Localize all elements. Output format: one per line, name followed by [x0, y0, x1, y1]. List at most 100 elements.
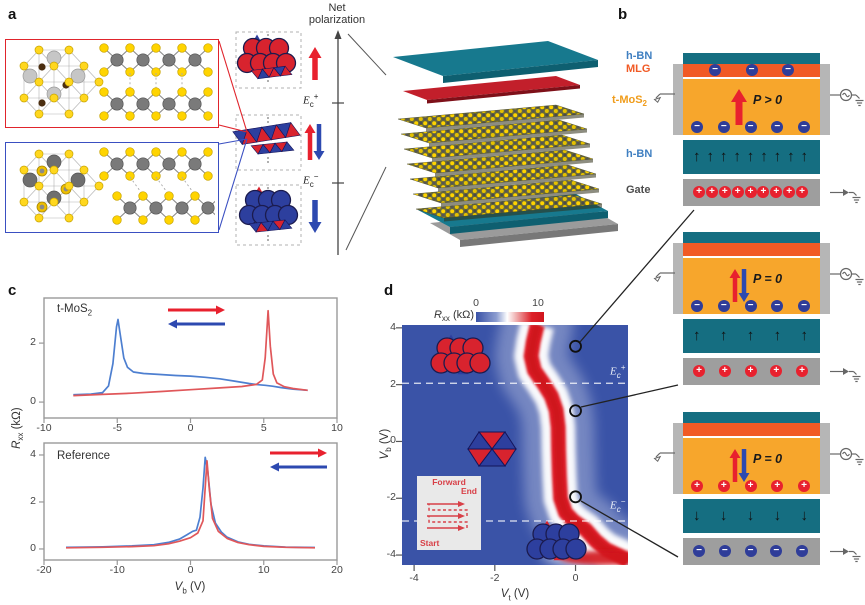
field-arrow: ↓ [800, 507, 809, 524]
tick-label: 4 [390, 320, 396, 333]
hbn-top-label: h-BN [626, 50, 653, 62]
charge-plus: + [744, 365, 757, 377]
tick-label: -5 [112, 422, 122, 434]
stacking-icon-red [430, 334, 491, 375]
charge-plus: + [744, 186, 757, 198]
field-arrow: ↑ [746, 148, 755, 165]
ec-plus-label: Ec+ [303, 92, 319, 109]
contact-electrode [820, 423, 830, 494]
tick-label: 10 [257, 564, 270, 576]
tick-label: 2 [30, 336, 36, 349]
charge-minus: − [782, 64, 794, 76]
tmos-layer: P = 0 −−−−− [683, 258, 820, 314]
structure-box-up-polar [5, 39, 219, 128]
charge-plus: + [693, 186, 705, 198]
c-top-title: t-MoS2 [57, 303, 93, 318]
tick-label: -2 [490, 572, 500, 584]
c-xlabel: Vb (V) [174, 581, 206, 596]
circuit-symbols [830, 88, 864, 204]
field-arrow: ↑ [800, 327, 809, 344]
charge-minus: − [691, 121, 703, 133]
charge-plus: + [783, 186, 796, 198]
field-arrow: ↑ [787, 148, 795, 165]
colorbar-label: Rxx (kΩ) [433, 309, 474, 324]
tick-label: 0 [572, 572, 579, 584]
inset-forward-label: Forward [432, 477, 466, 487]
charge-plus: + [691, 480, 703, 492]
mlg-layer [683, 243, 820, 256]
charge-plus: + [705, 186, 718, 198]
structure-box-down-polar [5, 142, 226, 233]
tick-label: 0 [30, 395, 36, 408]
field-arrow: ↑ [773, 148, 782, 165]
device-stack-p-positive: −−− P > 0 −−−−− ↑↑↑↑↑↑↑↑↑ +++++++++ [673, 53, 830, 206]
field-arrow: ↑ [693, 327, 701, 344]
tick-label: 0 [30, 541, 36, 554]
c-bottom-plot [39, 442, 338, 565]
charge-minus: − [745, 64, 758, 76]
probe-symbol [653, 272, 675, 282]
charge-minus: − [798, 121, 810, 133]
charge-plus: + [718, 186, 731, 198]
charge-minus: − [693, 545, 705, 557]
net-polarization-label: Net polarization [308, 2, 366, 27]
series-forward [65, 460, 316, 549]
charge-plus: + [718, 365, 731, 377]
tick-label: 20 [331, 564, 343, 576]
inset-end-label: End [460, 486, 477, 496]
charge-minus: − [770, 545, 783, 557]
field-arrow: ↑ [746, 327, 755, 344]
mlg-layer [683, 423, 820, 436]
tick-label: -10 [36, 422, 52, 434]
gate-layer: −−−−− [683, 538, 820, 565]
charge-minus: − [744, 545, 757, 557]
polarization-stack-diagram [232, 30, 344, 255]
series-backward [73, 318, 308, 396]
polarization-arrows [729, 449, 750, 482]
charge-minus: − [771, 121, 784, 133]
circuit-symbols [830, 447, 864, 563]
contact-electrode [820, 64, 830, 135]
polarization-value: P > 0 [753, 93, 783, 107]
charge-plus: + [798, 480, 810, 492]
hbn-top-layer [683, 412, 820, 423]
colorbar-min: 0 [473, 297, 479, 309]
tick-label: 0 [187, 564, 194, 576]
contact-electrode [673, 423, 683, 494]
probe-symbol [653, 452, 675, 462]
charge-minus: − [717, 121, 730, 133]
tick-label: -4 [386, 548, 396, 561]
state-marker [569, 404, 582, 418]
charge-minus: − [798, 300, 810, 312]
charge-minus: − [718, 545, 731, 557]
tick-label: 5 [260, 422, 267, 434]
field-arrow: ↑ [800, 148, 809, 165]
panel-label-a: a [8, 6, 17, 23]
circuit-symbols [830, 267, 864, 383]
charge-plus: + [770, 186, 783, 198]
device-stack-p-zero-down: P = 0 +++++ ↓↓↓↓↓ −−−−− [673, 412, 830, 565]
d-xlabel: Vt (V) [500, 588, 530, 603]
charge-plus: + [693, 365, 705, 377]
state-marker [569, 490, 582, 504]
field-arrow: ↑ [693, 148, 701, 165]
mlg-layer: −−− [683, 64, 820, 77]
gate-label: Gate [626, 184, 651, 196]
hbn-top-layer [683, 53, 820, 64]
hbn-bottom-label: h-BN [626, 148, 653, 160]
colorbar [476, 312, 544, 322]
ec-minus-label: Ec− [303, 172, 319, 189]
field-arrow: ↑ [733, 148, 741, 165]
c-ylabel: Rxx (kΩ) [10, 407, 26, 449]
charge-minus: − [717, 300, 730, 312]
mlg-label: MLG [626, 63, 651, 75]
c-top-plot [39, 297, 338, 423]
crystal-structure-blue [19, 147, 226, 225]
charge-plus: + [771, 480, 784, 492]
polarization-arrows [729, 269, 750, 302]
tick-label: 0 [390, 434, 396, 447]
field-arrow: ↑ [719, 327, 728, 344]
field-arrow: ↓ [719, 507, 728, 524]
tick-label: 10 [331, 422, 343, 434]
hbn-bottom-layer: ↓↓↓↓↓ [683, 499, 820, 533]
